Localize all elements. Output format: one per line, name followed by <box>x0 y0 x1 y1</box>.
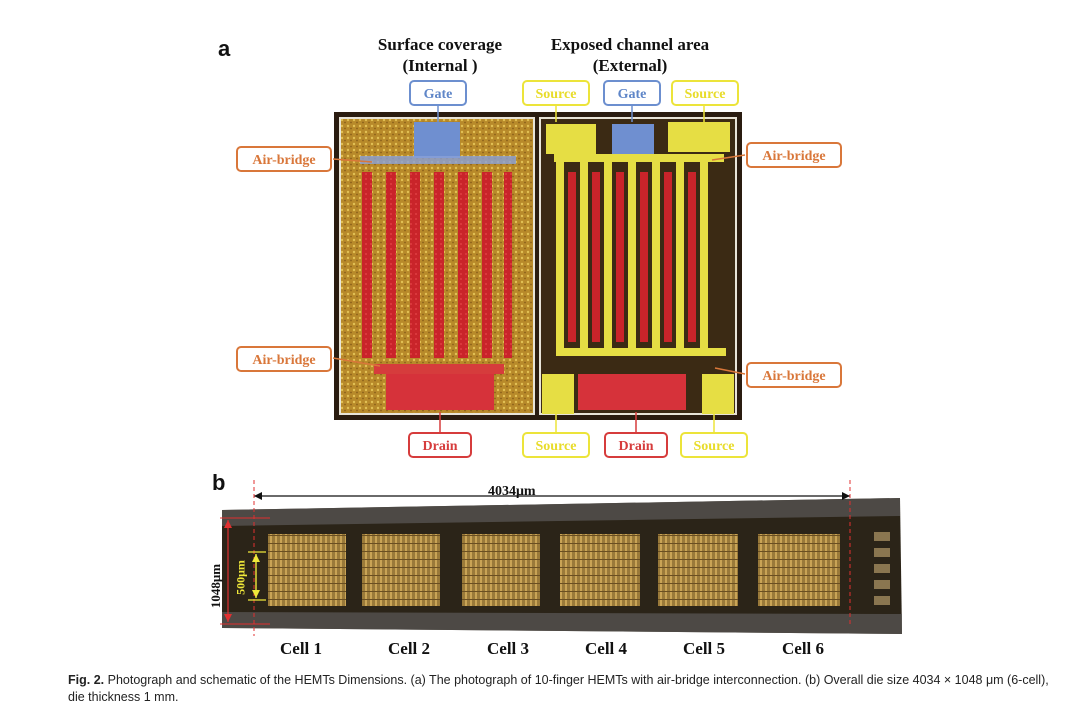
panel-a-leaders <box>332 106 746 432</box>
label-drain-external: Drain <box>604 432 668 458</box>
panel-a-letter: a <box>218 36 231 61</box>
cell-label-3: Cell 3 <box>487 639 530 658</box>
die-photo <box>220 480 902 636</box>
figure-caption: Fig. 2. Photograph and schematic of the … <box>68 672 1068 706</box>
header-internal: Surface coverage (Internal ) <box>355 34 525 76</box>
dimension-height: 1048μm <box>208 563 223 609</box>
header-internal-line1: Surface coverage <box>377 35 503 54</box>
label-source-top-left: Source <box>522 80 590 106</box>
panel-b-letter: b <box>212 470 226 495</box>
label-drain-internal: Drain <box>408 432 472 458</box>
dimension-width: 4034μm <box>488 484 536 499</box>
label-air-bridge-top-left: Air-bridge <box>236 146 332 172</box>
header-external: Exposed channel area (External) <box>535 34 725 76</box>
label-air-bridge-bottom-right: Air-bridge <box>746 362 842 388</box>
label-air-bridge-bottom-left: Air-bridge <box>236 346 332 372</box>
label-gate-internal: Gate <box>409 80 467 106</box>
die-cells <box>268 534 840 606</box>
cell-label-6: Cell 6 <box>782 639 825 658</box>
label-air-bridge-top-right: Air-bridge <box>746 142 842 168</box>
figure-caption-text: Photograph and schematic of the HEMTs Di… <box>68 673 1049 704</box>
dimension-inner: 500μm <box>233 560 248 595</box>
header-external-line2: (External) <box>592 56 668 75</box>
cell-label-5: Cell 5 <box>683 639 726 658</box>
figure-caption-label: Fig. 2. <box>68 673 105 687</box>
cell-label-2: Cell 2 <box>388 639 431 658</box>
label-source-bottom-left: Source <box>522 432 590 458</box>
header-external-line1: Exposed channel area <box>550 35 710 54</box>
cell-label-1: Cell 1 <box>280 639 323 658</box>
header-internal-line2: (Internal ) <box>402 56 478 75</box>
label-gate-external: Gate <box>603 80 661 106</box>
label-source-bottom-right: Source <box>680 432 748 458</box>
label-source-top-right: Source <box>671 80 739 106</box>
cell-label-4: Cell 4 <box>585 639 628 658</box>
